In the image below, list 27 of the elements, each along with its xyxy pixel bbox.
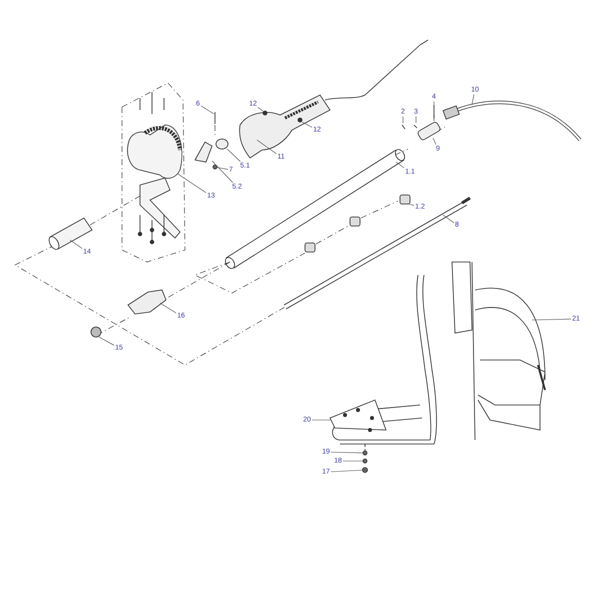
leader-line bbox=[178, 174, 206, 194]
leader-line bbox=[226, 148, 241, 162]
clamp bbox=[194, 141, 212, 162]
leader-line bbox=[256, 140, 277, 154]
leader-line bbox=[302, 122, 312, 128]
leader-line bbox=[258, 107, 264, 112]
leader-line bbox=[212, 160, 233, 183]
leader-line bbox=[342, 460, 364, 462]
washer bbox=[362, 450, 368, 456]
leader-line bbox=[472, 94, 474, 104]
leader-line bbox=[532, 318, 572, 320]
leader-line bbox=[98, 336, 114, 346]
leader-line bbox=[442, 214, 454, 224]
leader-line bbox=[402, 116, 404, 124]
leader-line bbox=[432, 138, 436, 145]
nut bbox=[362, 467, 368, 473]
leader-line bbox=[200, 106, 214, 114]
clip bbox=[216, 138, 228, 150]
leader-line bbox=[330, 470, 363, 472]
leader-line bbox=[408, 204, 414, 206]
leader-line bbox=[70, 240, 82, 249]
leader-line bbox=[216, 167, 228, 170]
leader-line bbox=[396, 162, 404, 168]
washer bbox=[362, 458, 368, 464]
nut bbox=[212, 164, 218, 170]
leader-line bbox=[330, 452, 364, 454]
leader-line bbox=[160, 302, 176, 314]
